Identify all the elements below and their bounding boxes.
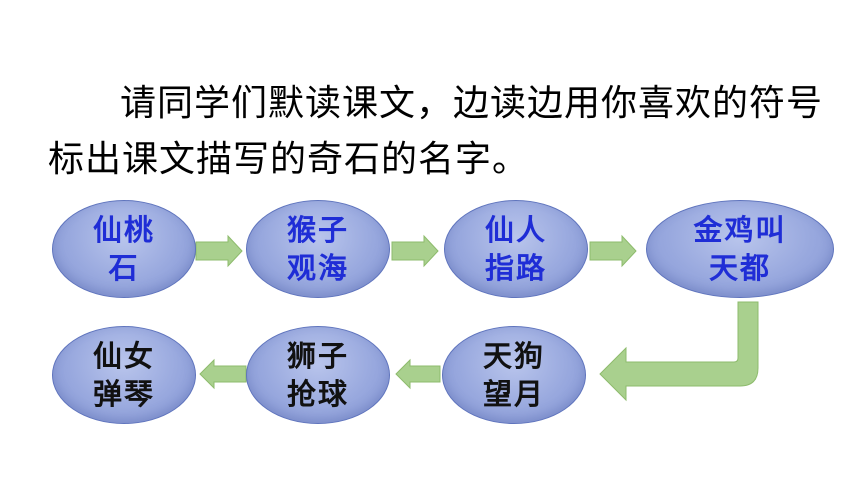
node-golden-rooster: 金鸡叫天都 [646,200,834,298]
node-immortal-guide: 仙人指路 [444,200,588,298]
node-fairy-piano: 仙女弹琴 [52,326,196,424]
node-heavenly-dog: 天狗望月 [442,326,586,424]
node-label: 仙桃石 [92,213,155,285]
node-label: 金鸡叫天都 [693,213,787,285]
arrow-right-3 [589,234,637,268]
arrow-left-2 [199,358,247,390]
node-xiantao-stone: 仙桃石 [52,200,196,298]
node-label: 狮子抢球 [286,339,349,411]
node-monkey-sea: 猴子观海 [246,200,390,298]
node-lion-ball: 狮子抢球 [246,326,390,424]
arrow-left-1 [395,358,441,390]
node-label: 猴子观海 [286,213,349,285]
instruction-text: 请同学们默读课文，边读边用你喜欢的符号标出课文描写的奇石的名字。 [48,83,824,180]
node-label: 天狗望月 [482,339,545,411]
arrow-right-1 [195,234,243,268]
node-label: 仙人指路 [484,213,547,285]
arrow-bent [599,301,759,402]
node-label: 仙女弹琴 [92,339,155,411]
arrow-right-2 [391,234,439,268]
